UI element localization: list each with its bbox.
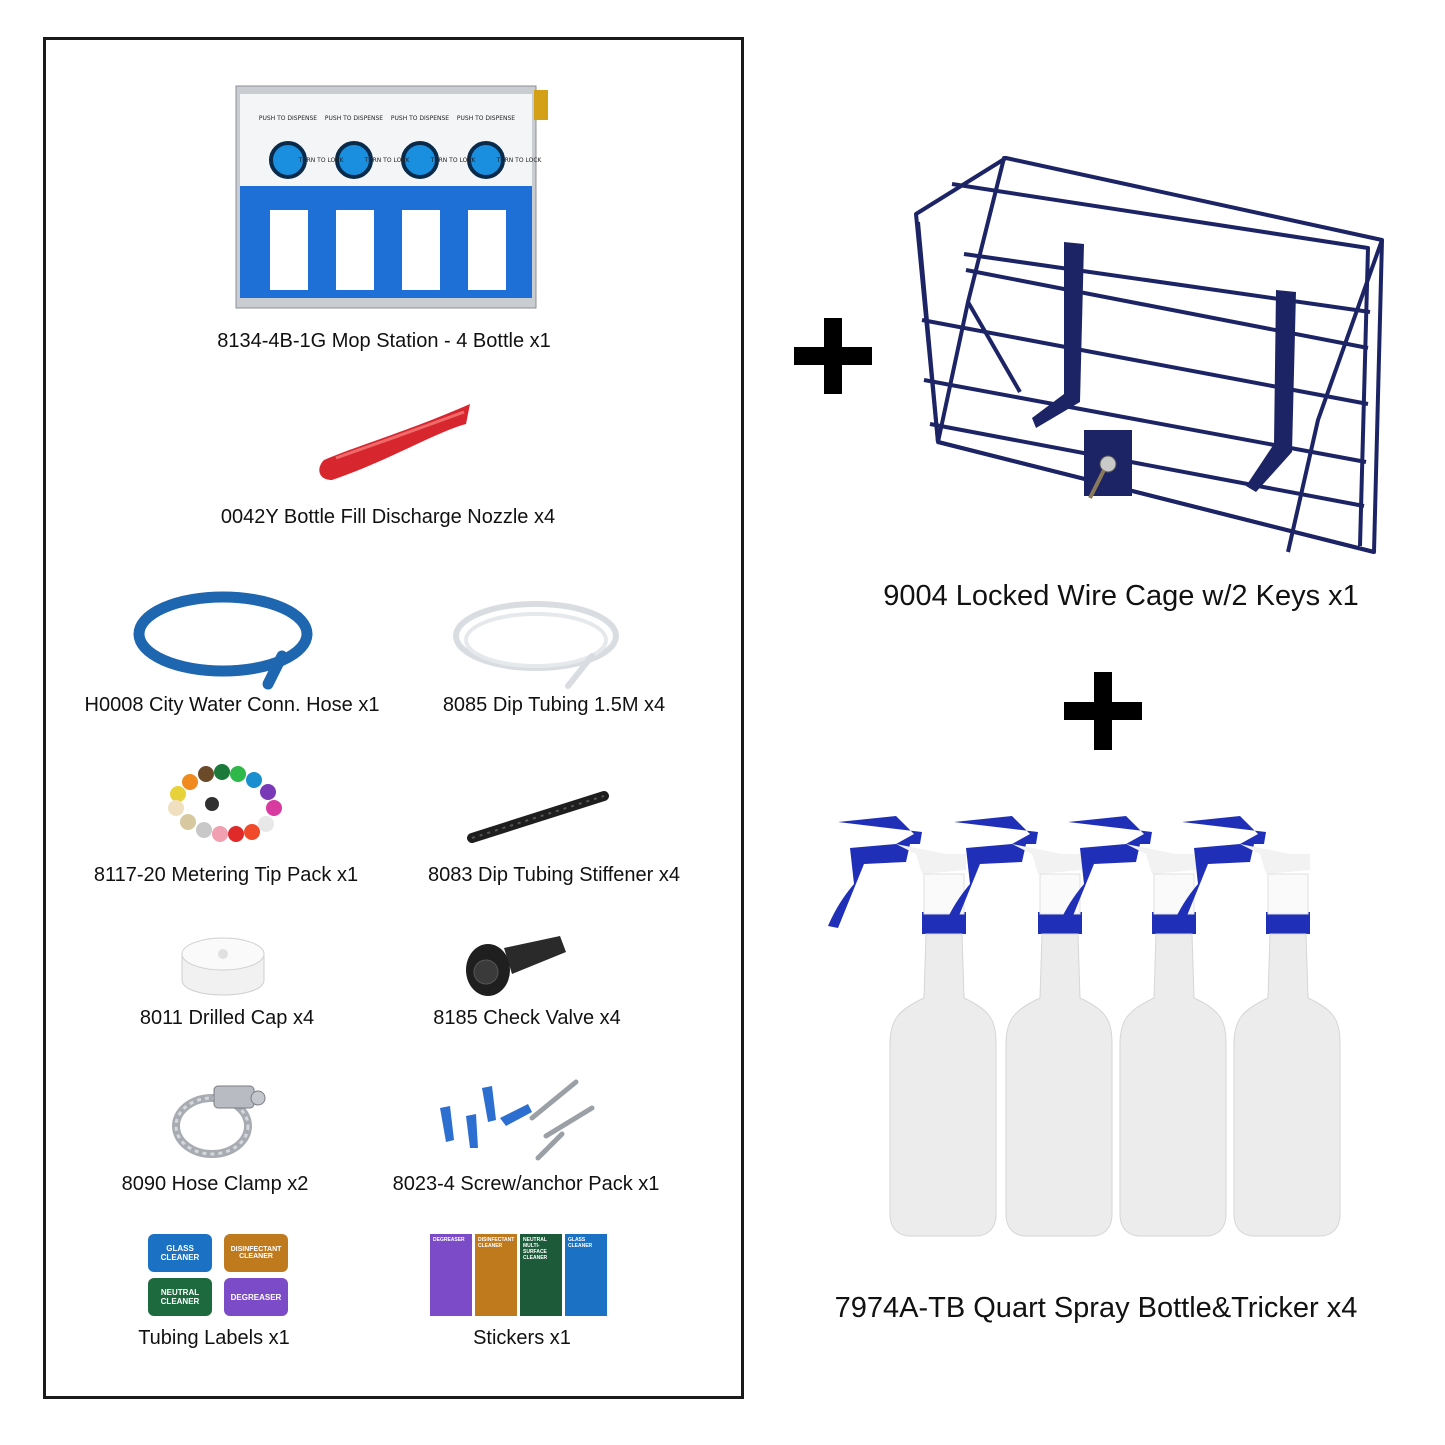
check-valve-image [466,936,566,996]
mop-station-image: PUSH TO DISPENSE PUSH TO DISPENSE PUSH T… [235,85,548,309]
stickers-caption: Stickers x1 [473,1327,571,1349]
push-label-2: PUSH TO DISPENSE [325,115,383,122]
drilled-cap-image [181,937,265,996]
wire-cage-image [914,156,1384,554]
nozzle-image [319,404,470,480]
metering-tips-caption: 8117-20 Metering Tip Pack x1 [93,864,359,886]
nozzle-caption: 0042Y Bottle Fill Discharge Nozzle x4 [220,506,556,528]
spray-bottles-caption: 7974A-TB Quart Spray Bottle&Tricker x4 [834,1292,1358,1324]
push-label-4: PUSH TO DISPENSE [457,115,515,122]
hose-caption: H0008 City Water Conn. Hose x1 [84,694,380,716]
stiffener-image [467,791,609,843]
hose-clamp-image [172,1085,266,1158]
sticker-degreaser: DEGREASER [430,1234,472,1316]
sticker-glass: GLASS CLEANER [565,1234,607,1316]
push-label-1: PUSH TO DISPENSE [259,115,317,122]
turn-label-4: TURN TO LOCK [496,157,543,164]
drilled-cap-caption: 8011 Drilled Cap x4 [139,1007,315,1029]
sticker-neutral: NEUTRAL MULTI-SURFACE CLEANER [520,1234,562,1316]
plus-icon-1 [794,318,872,394]
tubing-label-neutral: NEUTRAL CLEANER [148,1278,212,1316]
tubing-labels-image: GLASS CLEANER DISINFECTANT CLEANER NEUTR… [148,1234,290,1318]
stiffener-caption: 8083 Dip Tubing Stiffener x4 [427,864,681,886]
turn-label-1: TURN TO LOCK [298,157,345,164]
turn-label-2: TURN TO LOCK [364,157,411,164]
tubing-label-glass: GLASS CLEANER [148,1234,212,1272]
hose-clamp-caption: 8090 Hose Clamp x2 [121,1173,309,1195]
dip-tubing-caption: 8085 Dip Tubing 1.5M x4 [442,694,666,716]
tubing-label-disinfectant: DISINFECTANT CLEANER [224,1234,288,1272]
turn-label-3: TURN TO LOCK [430,157,477,164]
screw-pack-image [440,1079,595,1161]
dip-tubing-image [453,601,619,689]
wire-cage-caption: 9004 Locked Wire Cage w/2 Keys x1 [883,580,1359,612]
sticker-disinfectant: DISINFECTANT CLEANER [475,1234,517,1316]
spray-bottles-image [827,815,1341,1237]
stickers-image: DEGREASER DISINFECTANT CLEANER NEUTRAL M… [430,1234,608,1318]
tubing-label-degreaser: DEGREASER [224,1278,288,1316]
hose-image [133,591,313,690]
plus-icon-2 [1064,672,1142,750]
mop-station-caption: 8134-4B-1G Mop Station - 4 Bottle x1 [217,330,551,352]
tubing-labels-caption: Tubing Labels x1 [138,1327,290,1349]
metering-tips-image [168,764,282,842]
check-valve-caption: 8185 Check Valve x4 [433,1007,621,1029]
screw-pack-caption: 8023-4 Screw/anchor Pack x1 [392,1173,660,1195]
push-label-3: PUSH TO DISPENSE [391,115,449,122]
